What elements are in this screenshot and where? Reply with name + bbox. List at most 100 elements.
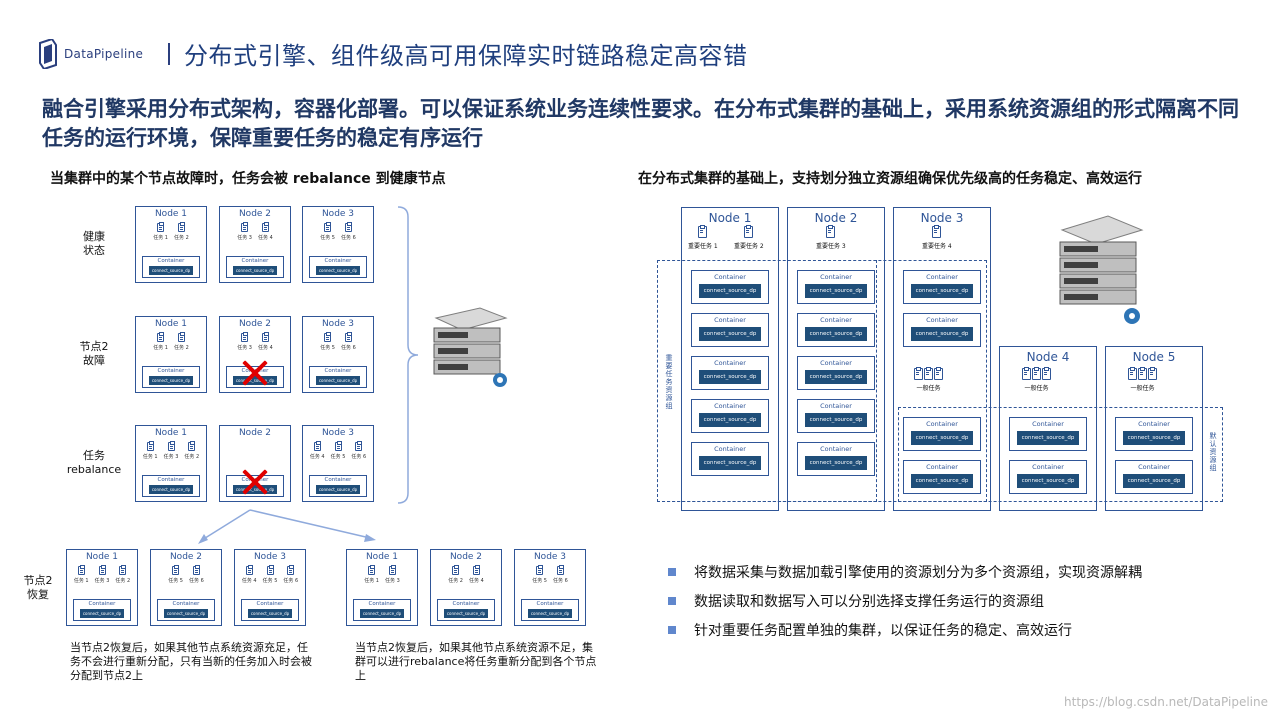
- container-label: Container: [256, 601, 284, 607]
- task-clipboard-icon: [556, 565, 564, 575]
- task-item: 任务 3: [163, 441, 179, 460]
- right-subtitle: 在分布式集群的基础上，支持划分独立资源组确保优先级高的任务稳定、高效运行: [638, 171, 1142, 187]
- container-label: Container: [926, 463, 958, 471]
- task-icon-group: [826, 225, 836, 238]
- task-clipboard-icon: [472, 565, 480, 575]
- connect-source-dp-box: connect_source_dp: [699, 370, 761, 384]
- task-label: 任务 1: [153, 235, 168, 241]
- container-label: Container: [241, 258, 269, 264]
- container-label: Container: [820, 316, 852, 324]
- connect-source-dp-box: connect_source_dp: [805, 456, 867, 470]
- node-title: Node 1: [365, 552, 399, 562]
- task-item: 一般任务: [1128, 367, 1157, 392]
- task-clipboard-icon: [98, 565, 106, 575]
- task-label: 任务 4: [309, 454, 325, 460]
- server-icon: [1059, 215, 1144, 324]
- task-clipboard-icon: [924, 367, 933, 380]
- datapipeline-logo-icon: [39, 39, 57, 69]
- task-label: 任务 5: [168, 578, 183, 584]
- task-label: 重要任务 4: [922, 243, 952, 250]
- container-label: Container: [368, 601, 396, 607]
- task-item: 任务 6: [341, 222, 356, 241]
- task-item: 任务 6: [351, 441, 367, 460]
- task-clipboard-icon: [324, 332, 332, 342]
- container-label: Container: [926, 316, 958, 324]
- connect-source-dp-box: connect_source_dp: [805, 284, 867, 298]
- task-label: 任务 4: [258, 235, 273, 241]
- container-label: Container: [452, 601, 480, 607]
- task-item: 任务 6: [283, 565, 299, 584]
- connect-source-dp-box: connect_source_dp: [911, 431, 973, 445]
- task-label: 任务 3: [163, 454, 179, 460]
- container-label: Container: [324, 258, 352, 264]
- task-item: 任务 5: [532, 565, 547, 584]
- task-item: 任务 3: [237, 332, 252, 351]
- task-clipboard-icon: [1042, 367, 1051, 380]
- task-clipboard-icon: [313, 441, 321, 451]
- connect-source-dp-box: connect_source_dp: [911, 284, 973, 298]
- container-label: Container: [1032, 463, 1064, 471]
- bracket-connector: [397, 206, 419, 504]
- default-resource-group: [898, 407, 1223, 502]
- task-clipboard-icon: [192, 565, 200, 575]
- task-label: 任务 3: [385, 578, 400, 584]
- container-label: Container: [926, 273, 958, 281]
- bullet-marker-icon: [668, 567, 676, 576]
- task-label: 任务 2: [174, 345, 189, 351]
- container-label: Container: [714, 402, 746, 410]
- task-item: 任务 1: [153, 222, 168, 241]
- task-item: 重要任务 3: [816, 225, 846, 250]
- task-clipboard-icon: [119, 565, 127, 575]
- task-icon-group: [698, 225, 708, 238]
- task-label: 任务 1: [142, 454, 158, 460]
- container-label: Container: [172, 601, 200, 607]
- task-clipboard-icon: [241, 222, 249, 232]
- task-label: 任务 6: [341, 235, 356, 241]
- task-clipboard-icon: [536, 565, 544, 575]
- task-clipboard-icon: [287, 565, 295, 575]
- task-label: 一般任务: [1024, 385, 1049, 392]
- bullet-marker-icon: [668, 596, 676, 605]
- task-clipboard-icon: [167, 441, 175, 451]
- container-label: Container: [714, 273, 746, 281]
- task-clipboard-icon: [1148, 367, 1157, 380]
- connect-source-dp-box: connect_source_dp: [699, 413, 761, 427]
- group-label-important: 重要任务资源组: [665, 354, 673, 410]
- connect-source-dp-box: connect_source_dp: [149, 485, 193, 494]
- task-label: 任务 6: [351, 454, 367, 460]
- task-item: 任务 3: [95, 565, 109, 584]
- connect-source-dp-box: connect_source_dp: [149, 376, 193, 385]
- container-box: Container connect_source_dp: [903, 313, 981, 347]
- task-item: 任务 2: [448, 565, 463, 584]
- connect-source-dp-box: connect_source_dp: [911, 327, 973, 341]
- task-clipboard-icon: [744, 225, 754, 238]
- container-label: Container: [324, 368, 352, 374]
- task-label: 重要任务 3: [816, 243, 846, 250]
- task-label: 任务 6: [283, 578, 299, 584]
- task-clipboard-icon: [266, 565, 274, 575]
- task-label: 重要任务 2: [734, 243, 764, 250]
- node-title: Node 1: [85, 552, 119, 562]
- task-item: 任务 4: [309, 441, 325, 460]
- node-title: Node 2: [449, 552, 483, 562]
